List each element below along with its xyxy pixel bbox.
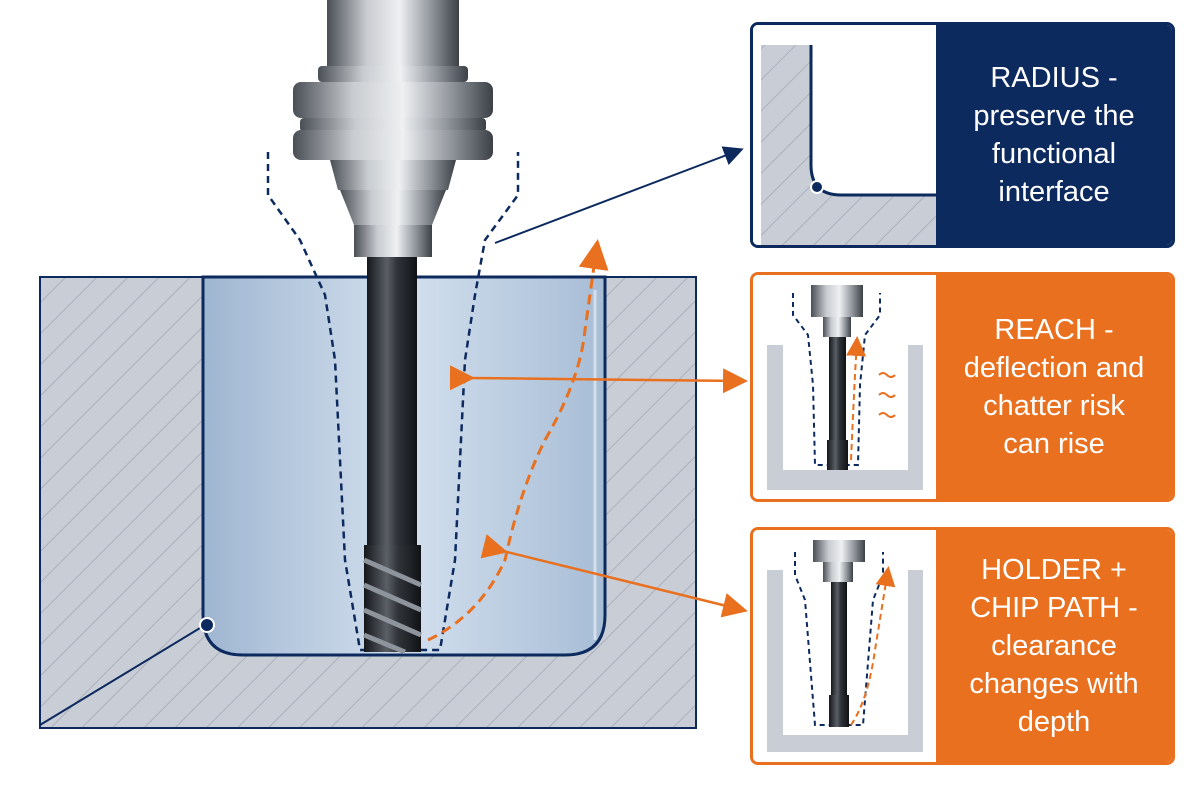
radius-text-line: interface (998, 176, 1110, 208)
radius-point (199, 617, 215, 633)
end-mill (362, 257, 423, 655)
reach-label: REACH - deflection and chatter risk can … (936, 275, 1172, 499)
tool-holder (293, 0, 493, 257)
holder-arrow (480, 534, 748, 618)
holder-text-line: changes with (969, 668, 1139, 700)
holder-detail-thumbnail (753, 530, 941, 762)
holder-text-line: clearance (991, 630, 1117, 662)
radius-leader-arrow (494, 146, 744, 244)
reach-arrow (449, 365, 748, 394)
holder-text-line: depth (1017, 706, 1091, 738)
holder-title: HOLDER + (981, 554, 1127, 586)
radius-text-line: functional (991, 138, 1117, 170)
reach-text-line: can rise (1003, 428, 1105, 460)
holder-title: CHIP PATH - (970, 592, 1138, 624)
callout-reach: REACH - deflection and chatter risk can … (750, 272, 1175, 502)
callout-holder-chip-path: HOLDER + CHIP PATH - clearance changes w… (750, 527, 1175, 765)
radius-connector (39, 624, 206, 726)
radius-label: RADIUS - preserve the functional interfa… (936, 25, 1172, 245)
radius-title: RADIUS - (990, 62, 1118, 94)
reach-text-line: chatter risk (983, 390, 1125, 422)
radius-text-line: preserve the (973, 100, 1135, 132)
radius-detail-thumbnail (753, 25, 941, 245)
reach-text-line: deflection and (963, 352, 1145, 384)
reach-title: REACH - (994, 314, 1114, 346)
reach-detail-thumbnail (753, 275, 941, 499)
callout-radius: RADIUS - preserve the functional interfa… (750, 22, 1175, 248)
holder-label: HOLDER + CHIP PATH - clearance changes w… (936, 530, 1172, 762)
